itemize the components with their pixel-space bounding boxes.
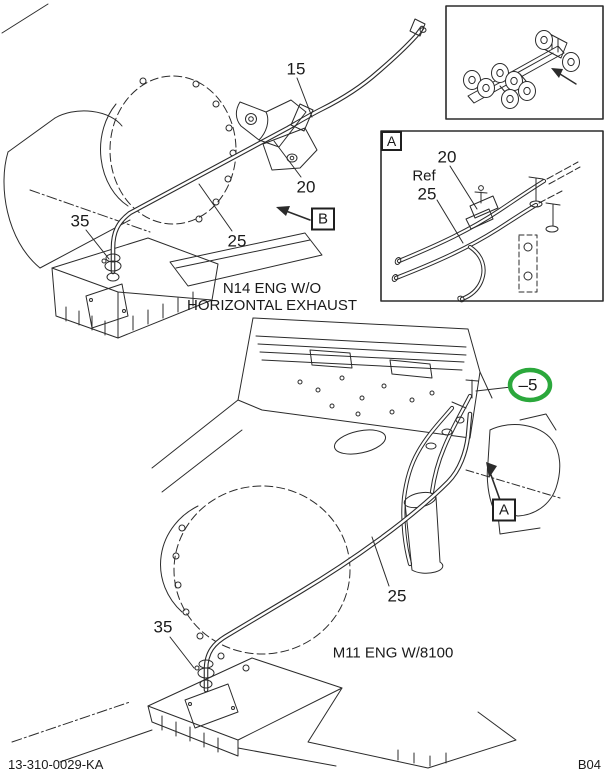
m11-top-slab [151,317,493,493]
callout-20: 20 [296,177,316,197]
leader-15 [296,77,313,118]
m11-caption: M11 ENG W/8100 [332,644,454,662]
n14-caption: N14 ENG W/O HORIZONTAL EXHAUST [187,280,357,314]
leader-m11-25 [371,536,390,587]
m11-callout-25: 25 [387,586,407,606]
detail-a-bolts [528,176,561,233]
footer-part-number: 13-310-0029-KA [8,757,104,772]
m11-right-tubes [403,379,479,564]
view-b-arrow [276,206,311,221]
n14-engine-drawing [1,3,427,339]
detail-callout-25: 25 [417,184,437,204]
footer-page-code: B04 [577,757,601,772]
m11-oil-pan [11,657,517,769]
leader-35 [85,229,110,260]
leader-m11-5 [475,386,512,392]
inset-location-arrow [551,68,577,85]
leader-detail-25 [436,199,464,244]
highlight-callout-5: –5 [518,375,538,395]
flywheel-housing-ellipse [109,75,237,225]
detail-a-tubes [391,161,581,303]
tube-fitting-n14 [101,253,122,282]
m11-callout-35: 35 [153,617,173,637]
detail-a-clamp [465,185,499,230]
inset-border [445,5,604,120]
view-a-arrow [486,462,501,501]
truck-chassis-icon [463,30,580,109]
view-label-a: A [492,498,516,522]
callout-15: 15 [286,59,306,79]
frame-edge-line [1,3,49,34]
detail-a-border [380,130,604,302]
m11-bolt-holes [172,524,250,672]
m11-engine-drawing [11,317,561,769]
n14-caption-line2: HORIZONTAL EXHAUST [186,297,358,314]
detail-a-label: A [381,131,402,151]
detail-a-drawing [380,130,604,303]
leader-20 [273,140,302,178]
oil-pan [51,232,323,339]
callout-35: 35 [70,211,90,231]
truck-inset [445,5,604,120]
detail-callout-20: 20 [437,147,457,167]
n14-caption-line1: N14 ENG W/O [222,280,322,297]
callout-25: 25 [227,231,247,251]
leader-detail-20 [449,165,478,210]
leader-25 [198,183,233,232]
m11-flywheel-inner-arc [160,505,199,613]
leader-m11-35 [169,636,195,669]
m11-housing [465,413,561,535]
view-label-b: B [311,207,335,231]
flywheel-inner-arc [100,103,129,207]
tube-bracket-n14 [235,99,318,171]
fuel-tube-n14 [113,18,427,272]
pan-plate [85,283,129,329]
tube-fitting-m11 [194,659,215,689]
highlight-ellipse [507,367,553,403]
m11-flywheel-ellipse [173,485,351,655]
detail-a-strap [518,234,538,293]
detail-callout-ref: Ref [412,167,436,185]
flywheel-bolt-holes [139,77,237,223]
